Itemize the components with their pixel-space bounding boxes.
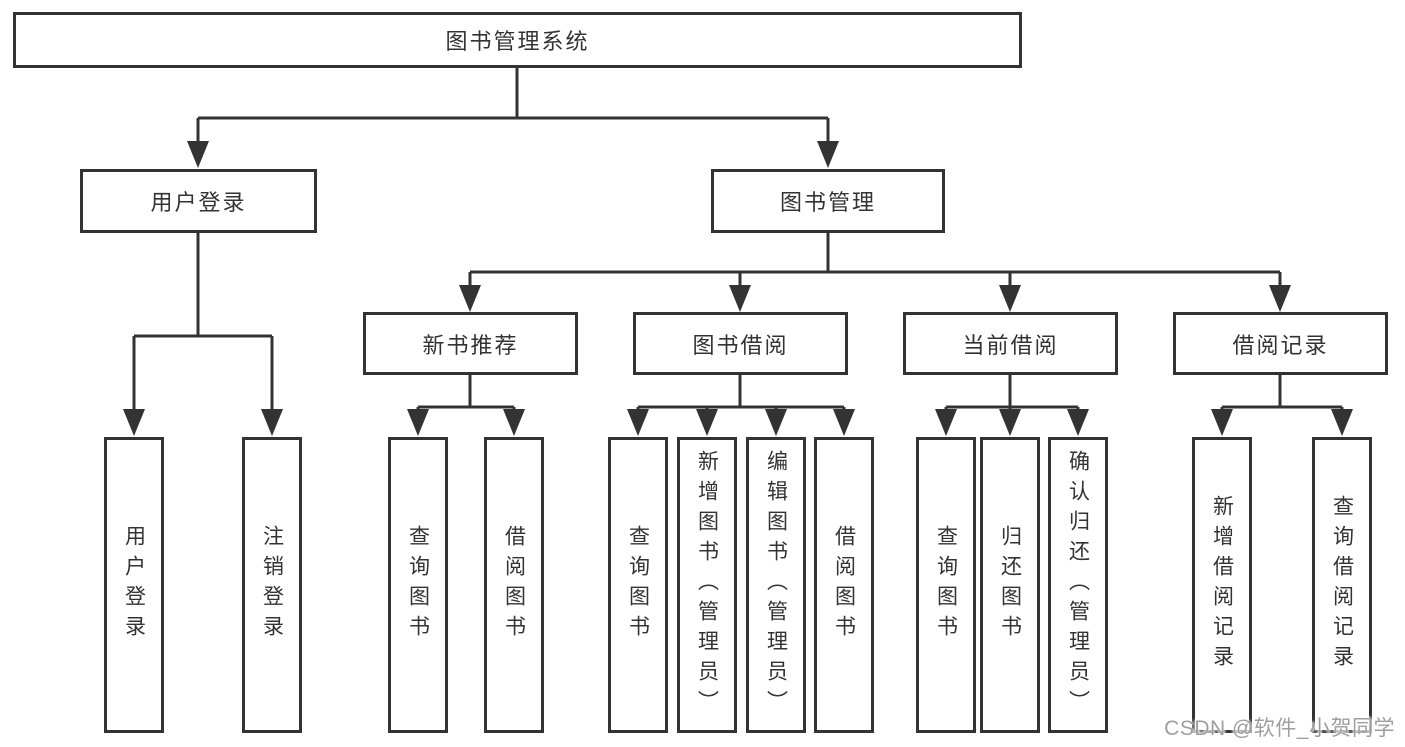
node-query-books: 查询图书	[388, 437, 448, 733]
node-user-login-module: 用户登录	[80, 169, 317, 233]
node-add-borrow-record: 新增借阅记录	[1192, 437, 1252, 733]
csdn-watermark: CSDN @软件_小贺同学	[1164, 717, 1395, 740]
arrow-down-icon	[1269, 285, 1291, 312]
node-label: 当前借阅	[962, 332, 1059, 358]
node-book-management-module: 图书管理	[711, 169, 945, 233]
arrow-down-icon	[999, 409, 1021, 436]
node-borrow-books: 借阅图书	[484, 437, 544, 733]
arrow-down-icon	[817, 141, 839, 168]
node-label: 新增借阅记录	[1210, 495, 1234, 675]
node-user-login: 用户登录	[104, 437, 164, 733]
node-borrowing-records: 借阅记录	[1173, 312, 1388, 375]
arrow-down-icon	[187, 141, 209, 168]
connector-userlogin-to-leaves	[132, 233, 274, 430]
node-label: 编辑图书（管理员）	[764, 450, 788, 720]
arrow-down-icon	[123, 409, 145, 436]
node-confirm-return-admin: 确认归还（管理员）	[1048, 437, 1108, 733]
arrow-down-icon	[765, 409, 787, 436]
node-label: 确认归还（管理员）	[1066, 450, 1090, 720]
node-label: 新增图书（管理员）	[695, 450, 719, 720]
arrow-down-icon	[696, 409, 718, 436]
node-book-borrowing: 图书借阅	[633, 312, 848, 375]
node-label: 借阅图书	[502, 525, 526, 645]
node-label: 图书管理	[779, 190, 876, 215]
connector-newbook-to-leaves	[416, 375, 516, 430]
arrow-down-icon	[999, 285, 1021, 312]
node-logout-login: 注销登录	[242, 437, 302, 733]
node-label: 新书推荐	[422, 332, 519, 358]
node-label: 查询图书	[626, 525, 650, 645]
node-label: 图书管理系统	[445, 29, 590, 54]
node-edit-books-admin: 编辑图书（管理员）	[746, 437, 806, 733]
arrow-down-icon	[261, 409, 283, 436]
node-label: 查询图书	[934, 525, 958, 645]
node-query-books: 查询图书	[608, 437, 668, 733]
arrow-down-icon	[935, 409, 957, 436]
arrow-down-icon	[627, 409, 649, 436]
node-label: 借阅图书	[832, 525, 856, 645]
arrow-down-icon	[503, 409, 525, 436]
node-label: 查询图书	[406, 525, 430, 645]
node-query-borrow-record: 查询借阅记录	[1312, 437, 1372, 733]
arrow-down-icon	[1331, 409, 1353, 436]
node-label: 归还图书	[998, 525, 1022, 645]
node-label: 借阅记录	[1232, 332, 1329, 358]
node-library-management-system: 图书管理系统	[13, 12, 1022, 68]
connector-root-to-level2	[196, 66, 830, 162]
node-return-books: 归还图书	[980, 437, 1040, 733]
node-current-borrowing: 当前借阅	[903, 312, 1118, 375]
node-label: 图书借阅	[692, 332, 789, 358]
node-add-books-admin: 新增图书（管理员）	[677, 437, 737, 733]
arrow-down-icon	[1067, 409, 1089, 436]
connector-bookmgmt-to-level3	[468, 233, 1282, 306]
connector-bookborrow-to-leaves	[636, 375, 846, 430]
node-borrow-books: 借阅图书	[814, 437, 874, 733]
arrow-down-icon	[407, 409, 429, 436]
arrow-down-icon	[459, 285, 481, 312]
connector-borrowrecord-to-leaves	[1220, 375, 1344, 430]
node-label: 查询借阅记录	[1330, 495, 1354, 675]
arrow-down-icon	[1211, 409, 1233, 436]
node-query-books: 查询图书	[916, 437, 976, 733]
node-label: 用户登录	[150, 190, 247, 215]
arrow-down-icon	[729, 285, 751, 312]
node-label: 用户登录	[122, 525, 146, 645]
node-label: 注销登录	[260, 525, 284, 645]
arrow-down-icon	[833, 409, 855, 436]
node-new-book-recommendation: 新书推荐	[363, 312, 578, 375]
